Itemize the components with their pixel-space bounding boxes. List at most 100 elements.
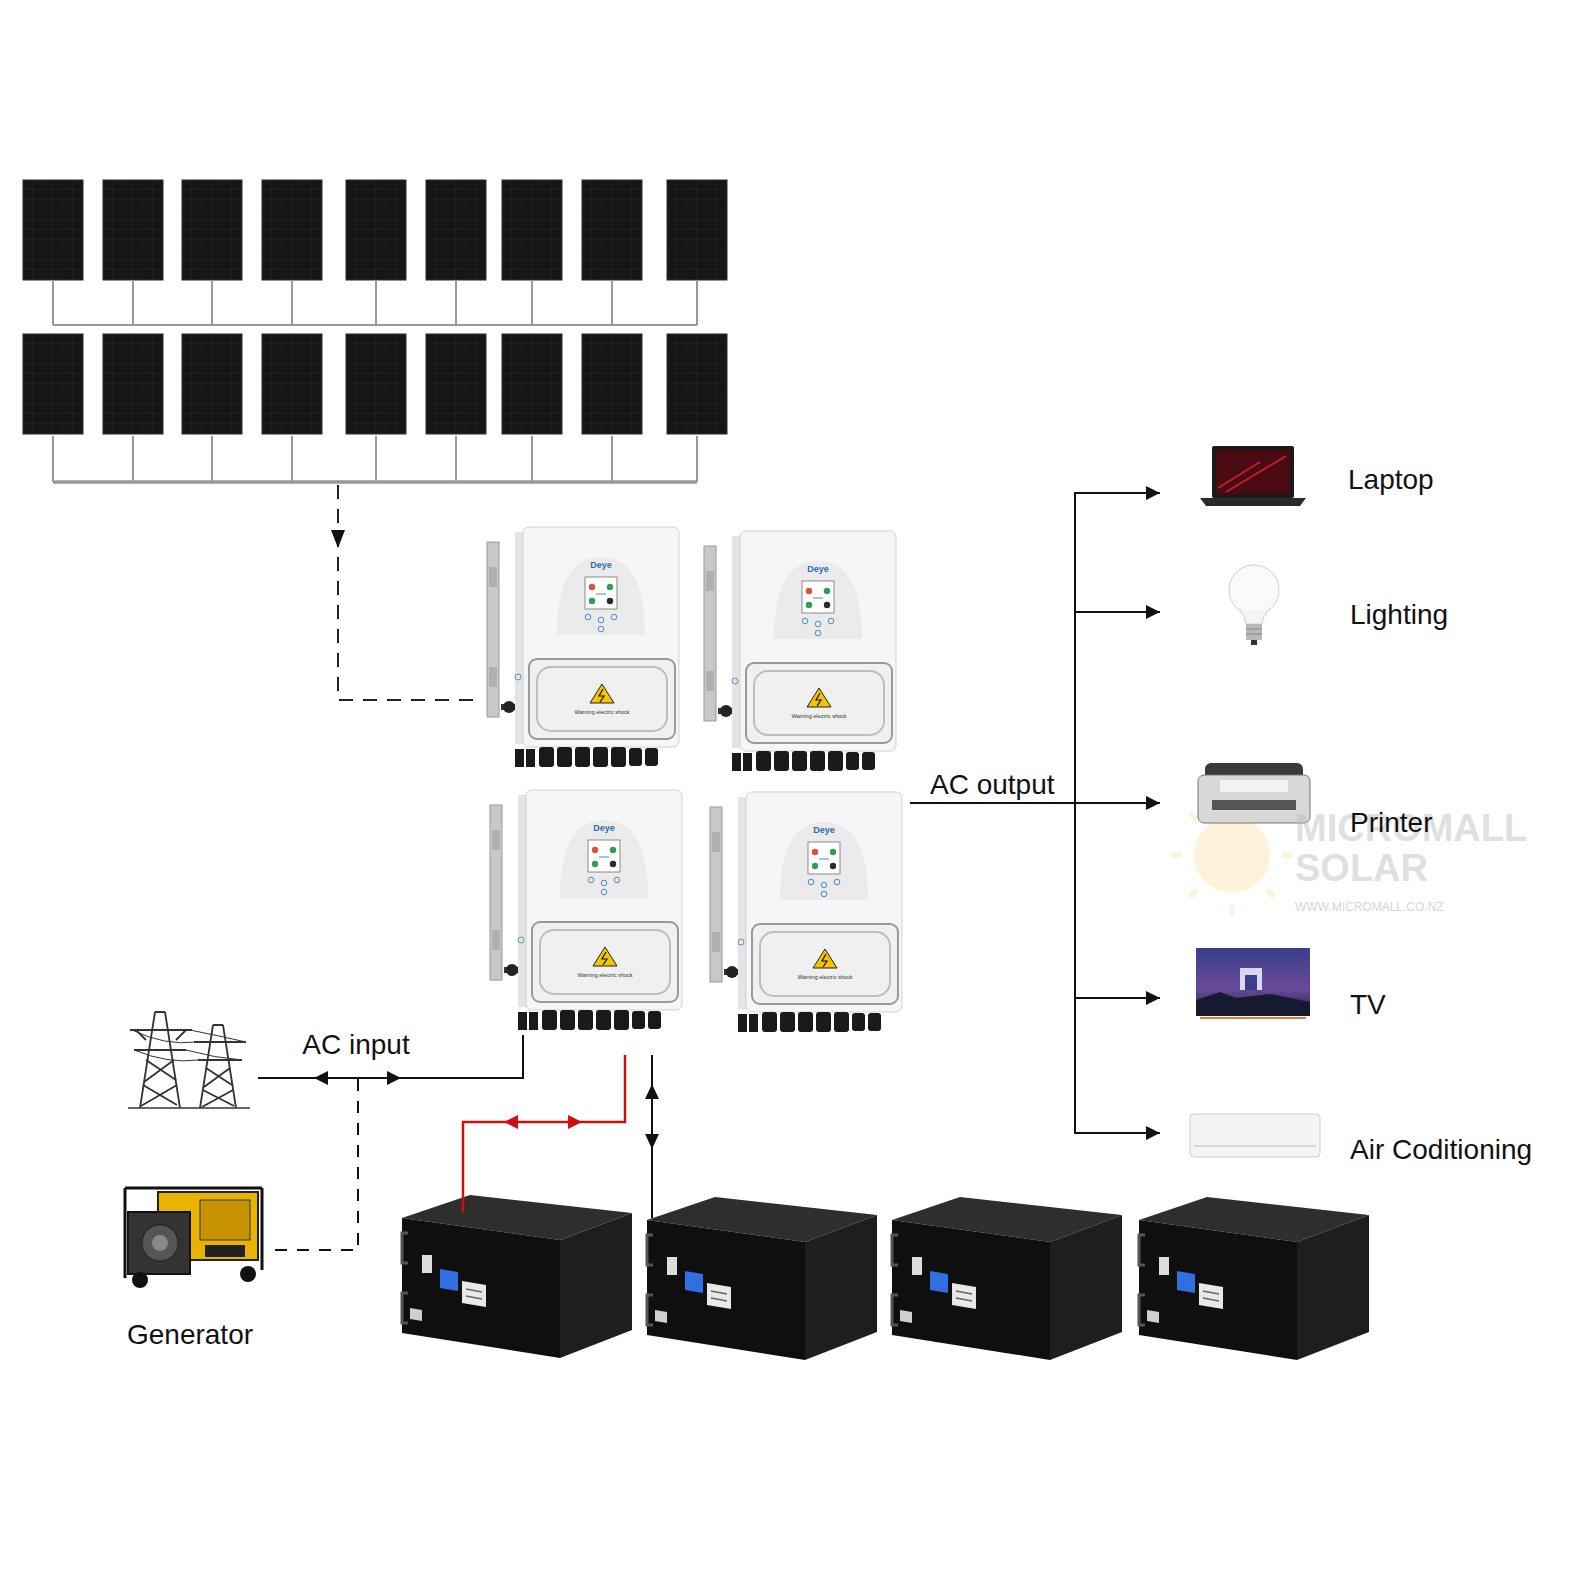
- generator-drawing: [142, 1225, 178, 1261]
- battery-link-red: [504, 1115, 518, 1129]
- watermark-url: WWW.MICROMALL.CO.NZ: [1295, 900, 1515, 914]
- node-note: Warning electric shock: [540, 972, 670, 979]
- tv-icon: [1240, 968, 1262, 990]
- node-title: Deye: [554, 823, 654, 834]
- laptop-icon: [1216, 450, 1290, 494]
- solar-array: [23, 180, 83, 280]
- air-conditioner-icon: [1194, 1145, 1316, 1147]
- solar-feed-line: [331, 485, 478, 700]
- tv-icon: [1200, 1017, 1306, 1019]
- grid-pylons: [202, 1068, 234, 1107]
- battery-link-black: [645, 1134, 659, 1149]
- solar-array: [346, 334, 406, 434]
- tv-icon: [1196, 992, 1310, 1016]
- battery-link-black: [645, 1084, 659, 1099]
- inverter-unit: DeyeWarning electric shock: [490, 790, 690, 1035]
- battery-link-red: [568, 1115, 582, 1129]
- solar-array: [262, 334, 322, 434]
- node-title: Deye: [774, 825, 874, 836]
- solar-array: [667, 334, 727, 434]
- bulb-icon: [1240, 610, 1268, 624]
- generator-drawing: [128, 1212, 190, 1274]
- bulb-icon: [1246, 629, 1262, 634]
- inverter-units: [490, 790, 682, 1030]
- battery-bank: [647, 1197, 877, 1360]
- ac-output-line: [910, 612, 1160, 803]
- inverter-units: [710, 792, 902, 1032]
- generator-drawing: [125, 1188, 262, 1288]
- battery-link-black: [645, 1055, 659, 1218]
- inverter-units: [487, 527, 679, 767]
- load-device: Laptop: [1160, 440, 1550, 520]
- node-title: TV: [1350, 988, 1550, 1022]
- node-title: Air Coditioning: [1350, 1133, 1550, 1167]
- node-title: Deye: [768, 564, 868, 575]
- node-note: Warning electric shock: [760, 974, 890, 981]
- printer-icon: [1212, 800, 1296, 810]
- load-device: Printer: [1160, 755, 1550, 835]
- solar-array: [667, 180, 727, 280]
- grid-supply-line: [314, 1071, 328, 1085]
- generator-drawing: [200, 1200, 250, 1240]
- battery-bank: [402, 1195, 632, 1358]
- grid-pylons: [128, 1012, 250, 1108]
- node-note: Warning electric shock: [754, 713, 884, 720]
- solar-array: [182, 180, 242, 280]
- tv-icon: [1196, 948, 1310, 1016]
- bulb-icon: [1246, 624, 1262, 640]
- generator-drawing: [132, 1272, 148, 1288]
- printer-icon: [1198, 763, 1310, 823]
- node-title: Printer: [1350, 806, 1550, 840]
- air-conditioner-icon: [1190, 1114, 1320, 1157]
- node-note: Warning electric shock: [537, 709, 667, 716]
- printer-icon: [1198, 775, 1310, 823]
- ac-output-line: [910, 803, 1160, 1133]
- solar-array: [502, 334, 562, 434]
- edge-label: AC output: [930, 768, 1090, 802]
- grid-pylons: [200, 1025, 236, 1108]
- generator-feed-line: [275, 1035, 523, 1250]
- laptop-icon: [1212, 446, 1294, 498]
- inverter-units: [704, 531, 896, 771]
- node-title: Laptop: [1348, 463, 1548, 497]
- ac-output-line: [910, 803, 1160, 998]
- generator-unit: Generator: [115, 1180, 275, 1355]
- panel-wiring: [53, 436, 697, 482]
- load-device: Lighting: [1160, 555, 1550, 650]
- solar-array: [23, 334, 83, 434]
- solar-feed-line: [338, 485, 478, 700]
- node-title: Lighting: [1350, 598, 1550, 632]
- load-device: Air Coditioning: [1160, 1105, 1550, 1165]
- panel-wiring: [53, 480, 697, 484]
- node-title: Generator: [115, 1318, 265, 1352]
- bulb-icon: [1229, 565, 1279, 645]
- load-device: TV: [1160, 940, 1550, 1025]
- solar-array: [103, 180, 163, 280]
- generator-drawing: [240, 1266, 256, 1282]
- generator-drawing: [125, 1188, 262, 1278]
- solar-array: [103, 334, 163, 434]
- connector-group: [275, 493, 1160, 1250]
- inverter-units: [487, 527, 902, 1032]
- solar-array: [182, 334, 242, 434]
- solar-array: [23, 180, 727, 434]
- solar-array: [426, 334, 486, 434]
- laptop-icon: [1200, 446, 1306, 506]
- solar-array: [582, 180, 642, 280]
- generator-drawing: [152, 1235, 168, 1251]
- solar-array: [262, 180, 322, 280]
- laptop-icon: [1218, 456, 1286, 492]
- bulb-icon: [1229, 565, 1279, 615]
- ac-output-line: [910, 493, 1160, 803]
- panel-wiring: [53, 280, 697, 482]
- grid-pylons: [132, 1030, 246, 1061]
- generator-drawing: [205, 1245, 245, 1257]
- solar-feed-line: [331, 530, 345, 548]
- battery-bank: [892, 1197, 1122, 1360]
- solar-array: [582, 334, 642, 434]
- panel-wiring: [53, 280, 697, 325]
- laptop-icon: [1200, 498, 1306, 506]
- grid-supply-line: [387, 1071, 401, 1085]
